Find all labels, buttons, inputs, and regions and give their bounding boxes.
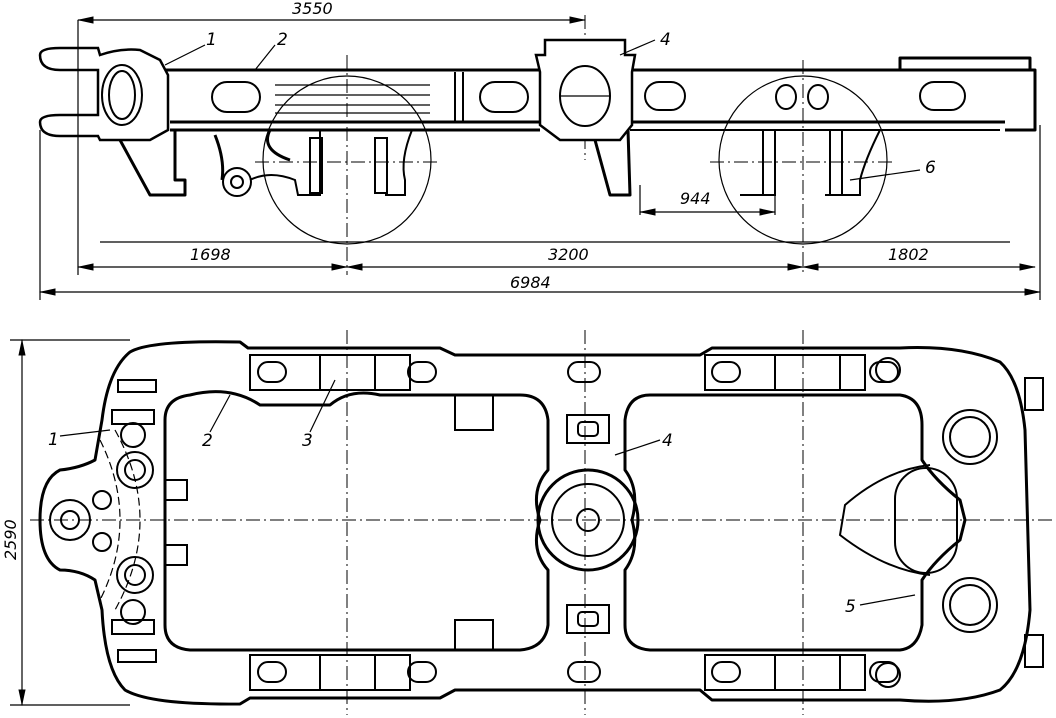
plan-callout-4: 4 bbox=[662, 431, 673, 451]
callout-4: 4 bbox=[660, 30, 671, 50]
dim-3550: 3550 bbox=[292, 0, 333, 18]
callout-2: 2 bbox=[277, 30, 288, 50]
plan-view: 2590 1 2 3 4 5 bbox=[1, 330, 1056, 715]
dim-3200: 3200 bbox=[548, 245, 589, 264]
frame-outline bbox=[38, 340, 1032, 706]
plan-callout-3: 3 bbox=[302, 431, 313, 451]
plan-callout-1: 1 bbox=[48, 430, 59, 450]
dim-2590: 2590 bbox=[1, 519, 20, 560]
dim-6984: 6984 bbox=[510, 273, 551, 292]
callout-1: 1 bbox=[206, 30, 217, 50]
plan-callout-2: 2 bbox=[202, 431, 213, 451]
side-view: 3550 1698 3200 1802 6984 944 1 2 4 6 bbox=[38, 0, 1042, 300]
dim-1802: 1802 bbox=[888, 245, 929, 264]
window-left bbox=[163, 390, 550, 652]
wheel-left bbox=[262, 75, 432, 245]
callout-6: 6 bbox=[925, 158, 936, 178]
side-beam bbox=[165, 68, 1037, 132]
window-right bbox=[623, 393, 967, 652]
plan-callout-5: 5 bbox=[845, 597, 856, 617]
wheel-right bbox=[718, 75, 888, 245]
bolster bbox=[534, 38, 637, 142]
dim-944: 944 bbox=[680, 189, 711, 208]
dim-1698: 1698 bbox=[190, 245, 231, 264]
end-beam bbox=[38, 46, 170, 142]
